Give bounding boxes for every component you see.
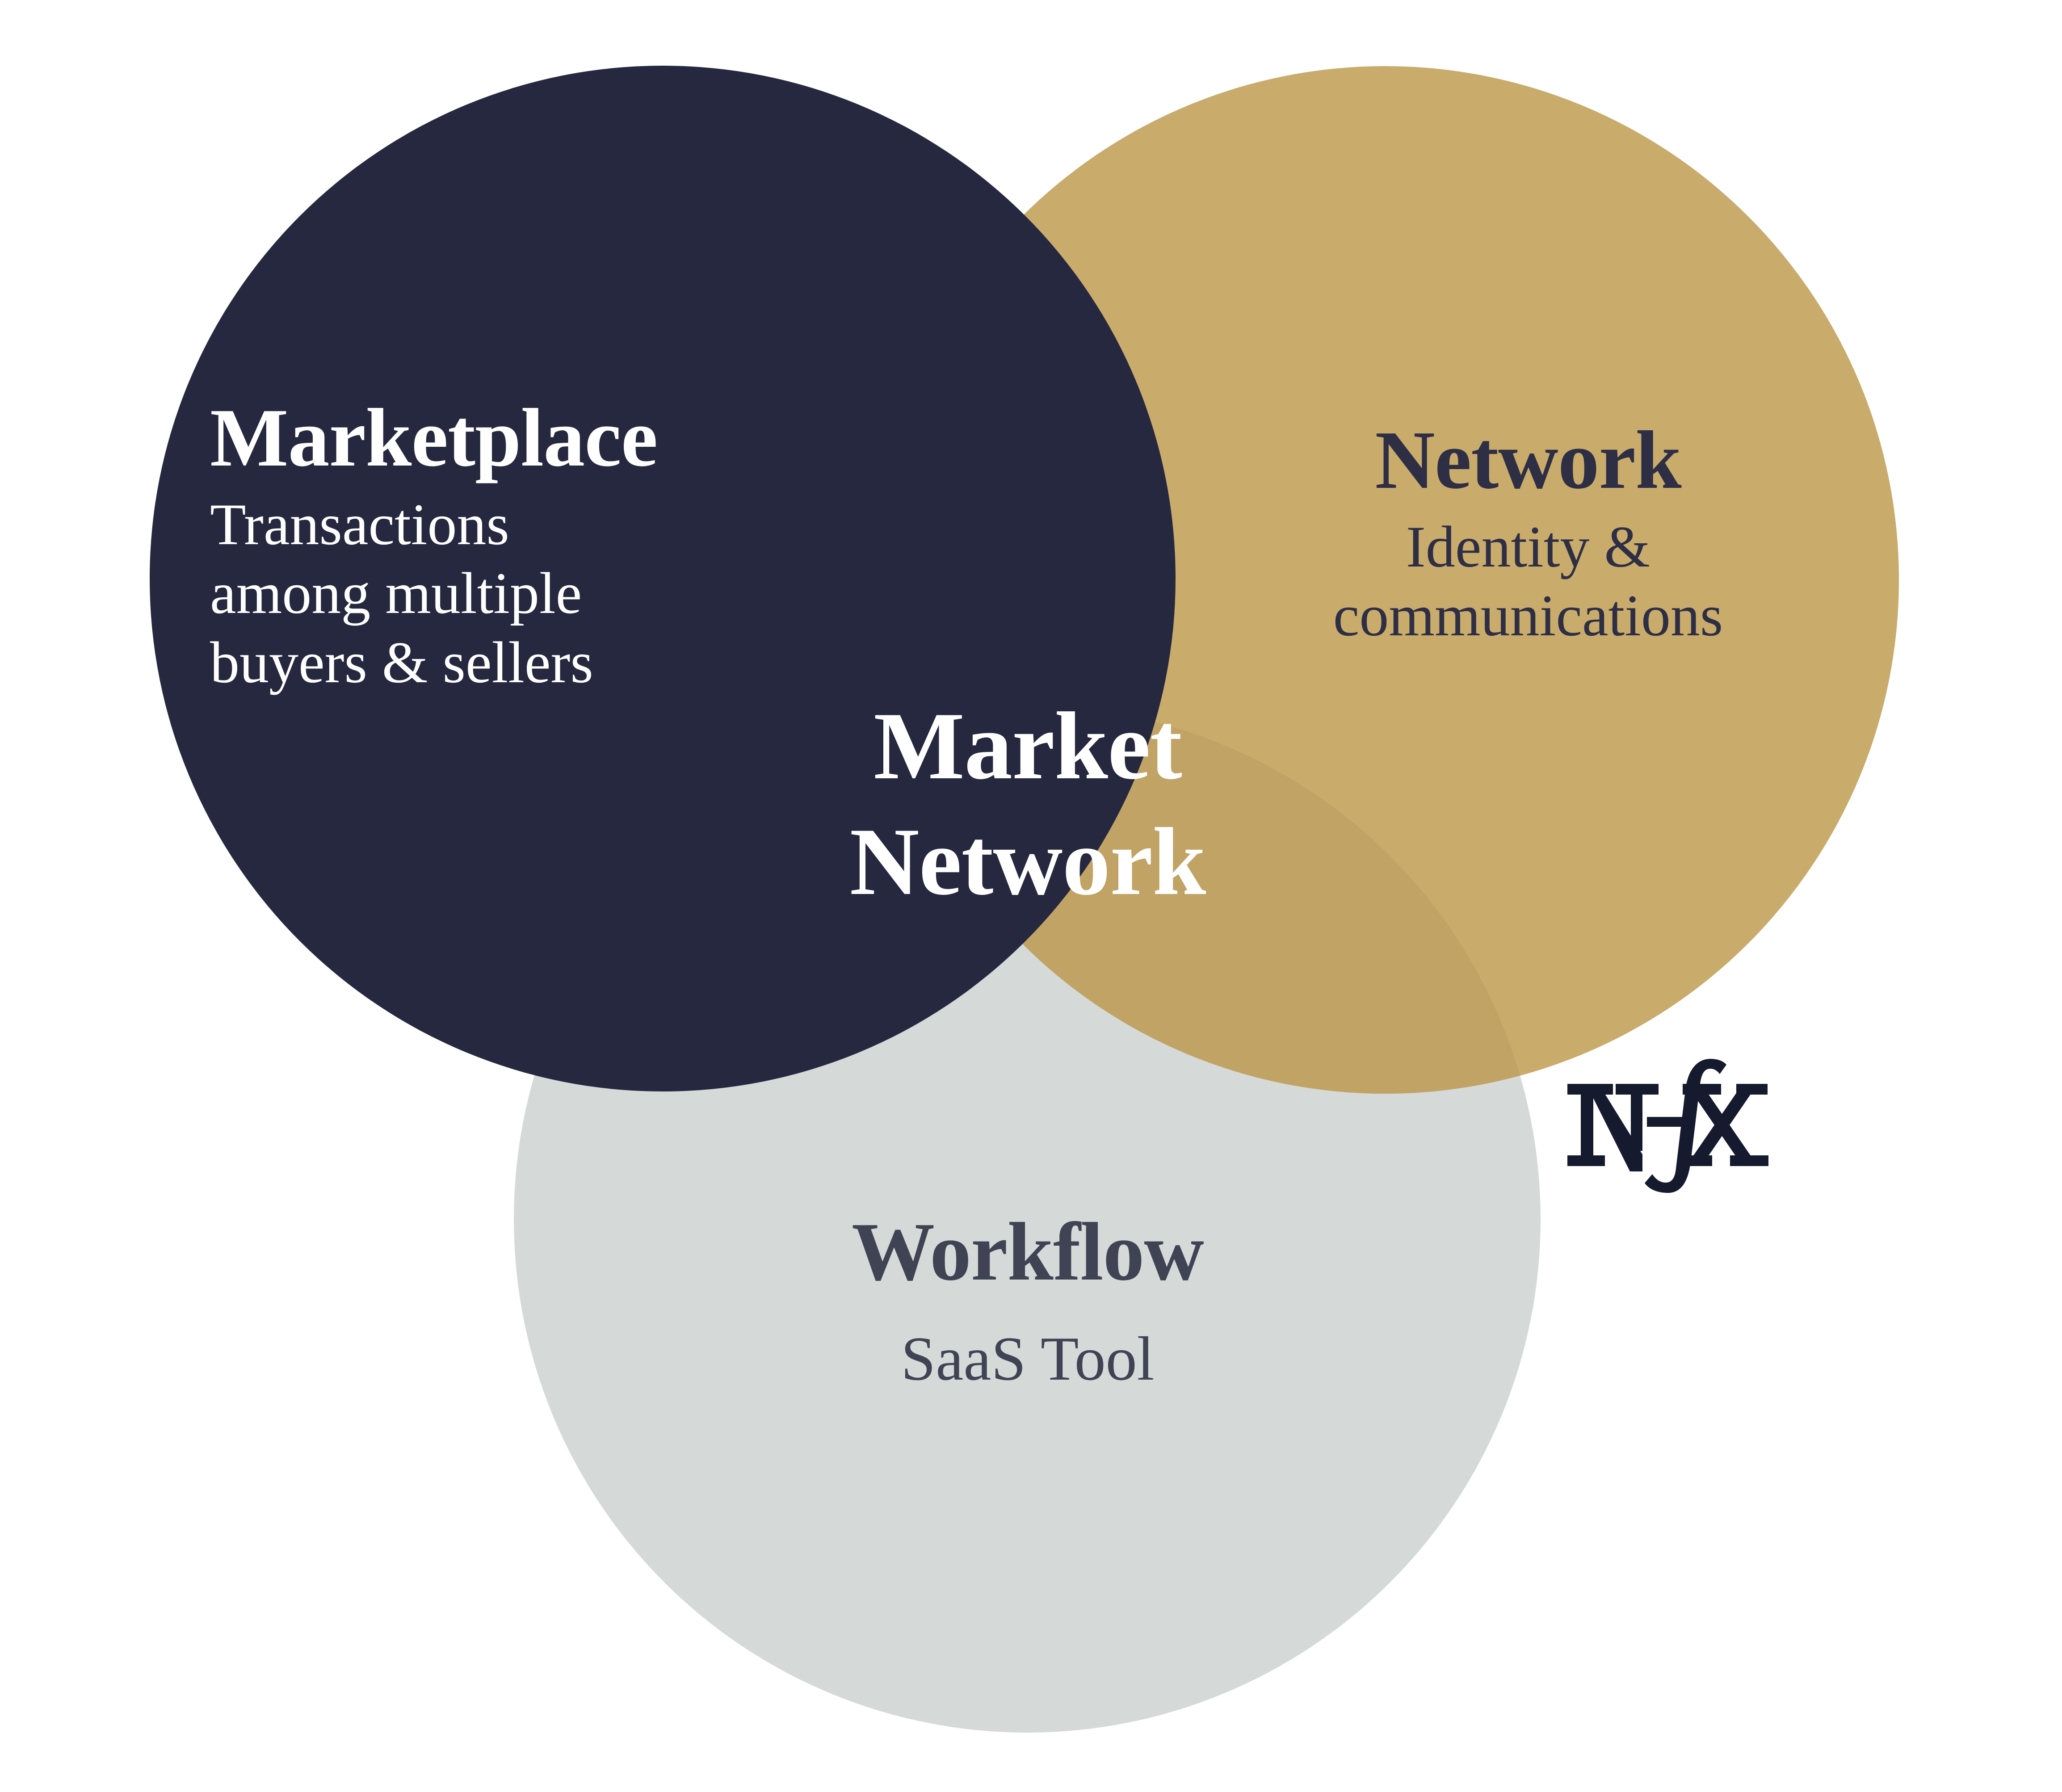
network-subtitle-line-1: Identity & (1406, 513, 1650, 579)
workflow-subtitle: SaaS Tool (901, 1324, 1155, 1393)
label-workflow: Workflow SaaS Tool (697, 1206, 1358, 1395)
label-network: Network Identity & communications (1233, 415, 1823, 650)
network-subtitle-line-2: communications (1333, 583, 1723, 649)
workflow-title: Workflow (852, 1206, 1204, 1298)
marketplace-subtitle: Transactions among multiple buyers & sel… (210, 490, 746, 697)
nfx-logo (1559, 1059, 1774, 1193)
network-title: Network (1375, 414, 1681, 506)
label-marketplace: Marketplace Transactions among multiple … (210, 393, 746, 697)
label-market-network: Market Network (688, 688, 1367, 919)
market-network-line-1: Market (874, 692, 1182, 799)
marketplace-title: Marketplace (210, 392, 658, 484)
circle-marketplace (150, 66, 1176, 1091)
nfx-logo-icon (1567, 1059, 1768, 1193)
marketplace-subtitle-line-3: buyers & sellers (210, 629, 593, 695)
overlap-network-workflow (871, 706, 1541, 1094)
market-network-line-2: Network (849, 808, 1206, 915)
marketplace-subtitle-line-2: among multiple (210, 560, 582, 626)
marketplace-subtitle-line-1: Transactions (210, 491, 509, 557)
network-subtitle: Identity & communications (1233, 512, 1823, 650)
